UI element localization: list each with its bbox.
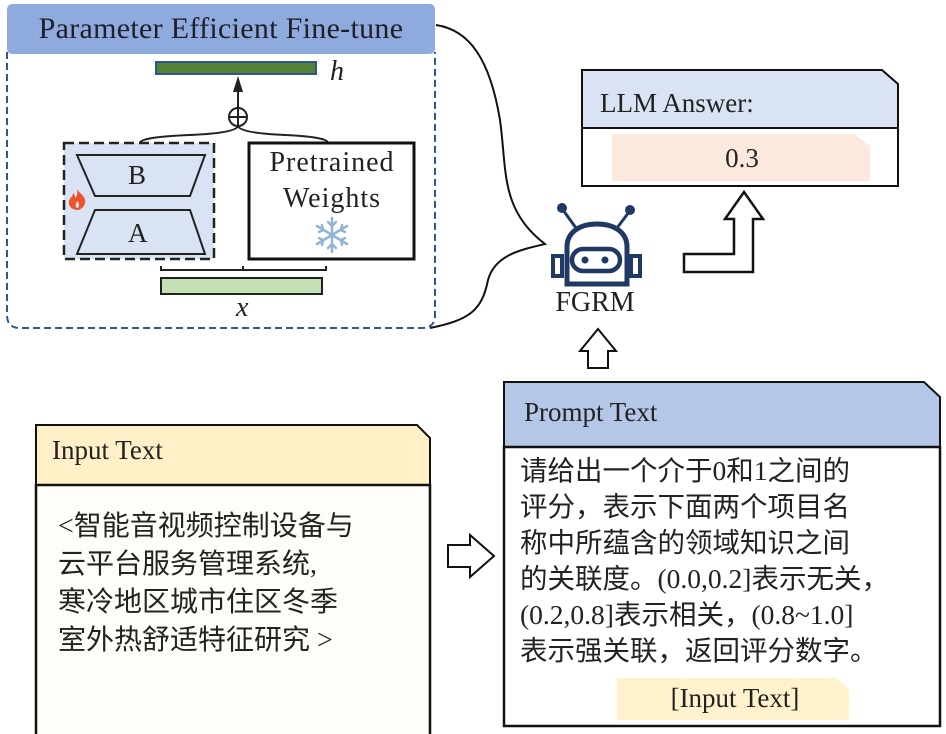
answer-value: 0.3 (725, 142, 759, 173)
prompt-text-title: Prompt Text (524, 397, 658, 427)
prompt-header-bg (503, 381, 941, 448)
circle-plus-icon (228, 107, 248, 127)
pretrained-label-line1: Pretrained (269, 147, 395, 178)
model-name: FGRM (555, 287, 635, 318)
fire-icon (68, 189, 86, 210)
input-text-title: Input Text (52, 435, 163, 465)
weights-to-sum-connector (237, 125, 329, 144)
input-text-placeholder: [Input Text] (670, 682, 800, 713)
lora-to-sum-connector (139, 125, 239, 144)
prompt-text-line: 请给出一个介于0和1之间的 (520, 455, 850, 486)
input-text-line: 室外热舒适特征研究 > (58, 625, 333, 656)
prompt-text-line: (0.2,0.8]表示相关，(0.8~1.0] (520, 599, 854, 630)
robot-icon (551, 203, 642, 287)
placeholder-bg (617, 678, 849, 720)
lora-a-trapezoid (75, 209, 207, 255)
x-input-bar (160, 277, 323, 295)
h-output-bar (155, 61, 317, 75)
snowflake-icon (315, 216, 349, 254)
prompt-text-line: 称中所蕴含的领域知识之间 (520, 527, 850, 558)
peft-title: Parameter Efficient Fine-tune (7, 4, 435, 54)
input-text-content: <智能音视频控制设备与 云平台服务管理系统, 寒冷地区城市住区冬季 室外热舒适特… (58, 508, 428, 660)
pretrained-weights-label: Pretrained Weights (250, 145, 414, 217)
h-output-label: h (330, 56, 344, 87)
input-to-prompt-arrow (447, 532, 496, 580)
lora-b-label: B (128, 160, 147, 190)
prompt-text-content: 请给出一个介于0和1之间的 评分，表示下面两个项目名 称中所蕴含的领域知识之间 … (520, 453, 940, 669)
x-input-label: x (236, 292, 249, 323)
input-text-line: <智能音视频控制设备与 (58, 511, 354, 542)
answer-header-bg (581, 69, 899, 129)
answer-value-bg (612, 134, 870, 181)
peft-container (6, 52, 436, 329)
input-text-line: 云平台服务管理系统, (58, 549, 318, 580)
arrow-head-up (233, 76, 243, 92)
input-body-bg (34, 483, 432, 734)
answer-title: LLM Answer: (600, 88, 754, 118)
peft-brace-connector (429, 24, 548, 329)
prompt-to-model-arrow (577, 327, 619, 369)
prompt-text-line: 评分，表示下面两个项目名 (520, 491, 850, 522)
pretrained-label-line2: Weights (282, 183, 382, 214)
lora-a-label: A (128, 218, 148, 248)
prompt-text-line: 的关联度。(0.0,0.2]表示无关， (520, 563, 889, 594)
input-text-line: 寒冷地区城市住区冬季 (58, 587, 339, 618)
lora-b-trapezoid (75, 154, 207, 197)
input-header-bg (35, 424, 431, 486)
model-to-answer-arrow (682, 189, 766, 274)
prompt-text-line: 表示强关联，返回评分数字。 (520, 635, 878, 666)
